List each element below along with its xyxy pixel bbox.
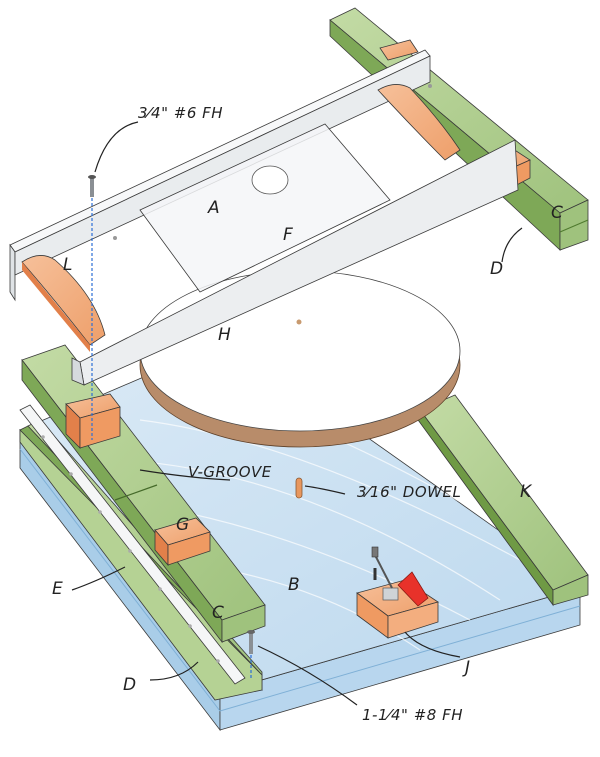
leader-screw-top (94, 121, 139, 173)
strip-e (19, 404, 246, 685)
callout-screw-bottom: 1-1⁄4" #8 FH (362, 706, 463, 724)
frame-f (9, 49, 519, 386)
leader-dowel (304, 485, 346, 495)
label-c-left: C (212, 603, 224, 623)
label-d-upper: D (490, 259, 504, 279)
leader-v-groove (139, 469, 231, 481)
callout-v-groove: V-GROOVE (188, 463, 272, 481)
runner-l-left (21, 255, 106, 352)
label-e: E (52, 579, 63, 599)
leader-d-top (501, 227, 523, 263)
block-top (379, 39, 419, 61)
plate-a (139, 123, 391, 293)
clamp-handle (397, 571, 429, 607)
label-j: J (462, 658, 471, 678)
callout-dowel: 3⁄16" DOWEL (357, 483, 461, 501)
runner-l-right (377, 84, 461, 161)
label-d-lower: D (123, 675, 137, 695)
label-f: F (283, 225, 293, 245)
label-a: A (207, 198, 220, 218)
label-g: G (176, 515, 190, 535)
screw-bottom (247, 630, 255, 678)
label-c-upper: C (551, 203, 563, 223)
label-l: L (63, 255, 73, 275)
label-h: H (218, 325, 231, 345)
v-groove-line (114, 484, 158, 501)
block-upper-left (65, 393, 121, 449)
dowel (295, 477, 303, 499)
leader-j (404, 631, 461, 658)
screw-top (88, 175, 96, 440)
clamp-block-j (356, 546, 439, 639)
leader-screw-bottom (257, 645, 358, 706)
label-k: K (520, 482, 533, 502)
callout-screw-top: 3⁄4" #6 FH (138, 104, 223, 122)
leader-d-bottom (149, 661, 199, 681)
label-b: B (288, 575, 300, 595)
block-g (154, 517, 211, 567)
leader-e (71, 566, 126, 591)
